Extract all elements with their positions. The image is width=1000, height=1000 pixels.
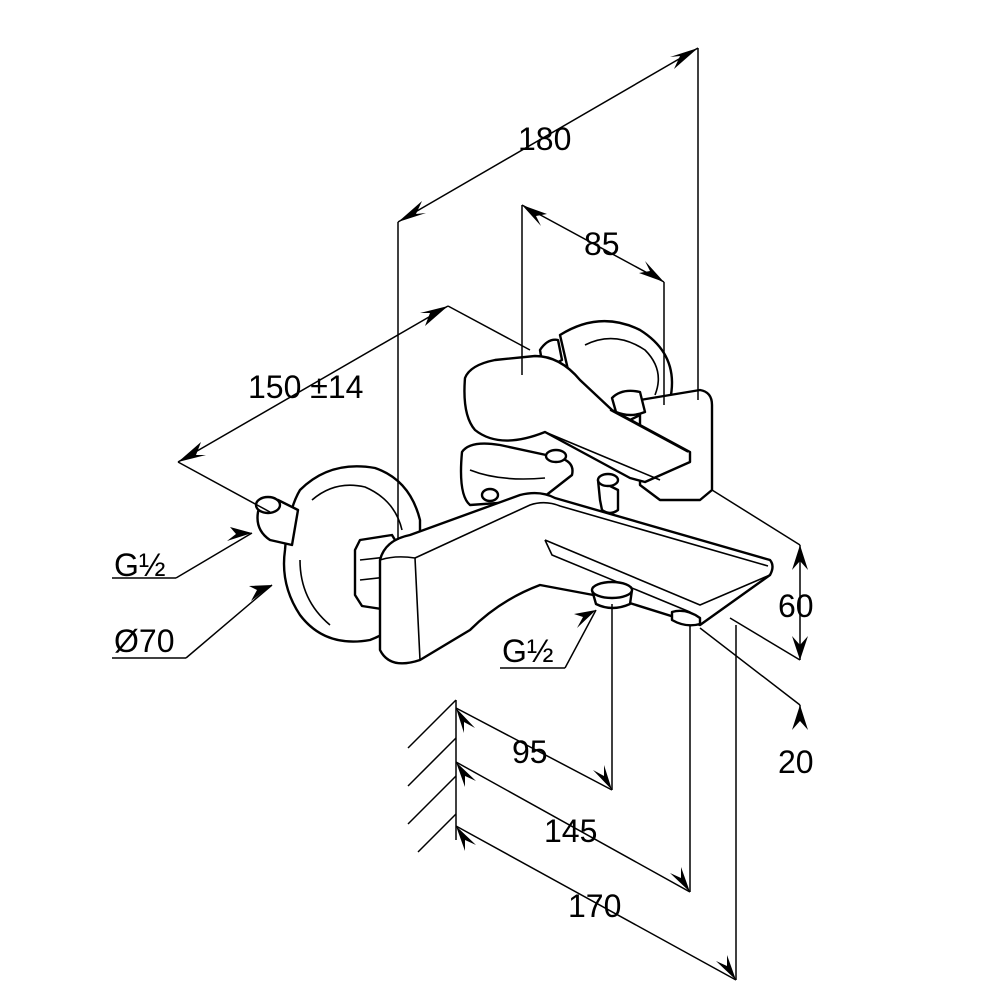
wall-hatch xyxy=(407,699,457,853)
dim-label-20: 20 xyxy=(778,744,814,780)
left-inlet-pipe xyxy=(254,495,300,547)
dimension-lines xyxy=(112,47,801,981)
dimension-labels: 180 85 150 ±14 G½ Ø70 G½ 60 20 95 145 17… xyxy=(114,121,814,924)
spout-outlet xyxy=(590,580,702,627)
diverter-knob xyxy=(596,472,620,515)
spout-body xyxy=(378,491,774,665)
dim-label-thread-outlet: G½ xyxy=(502,633,554,669)
dim-label-85: 85 xyxy=(584,226,620,262)
dim-label-thread-left: G½ xyxy=(114,547,166,583)
dim-label-95: 95 xyxy=(512,734,548,770)
dim-label-180: 180 xyxy=(518,121,571,157)
dimension-arrows xyxy=(178,48,808,980)
dim-label-145: 145 xyxy=(544,813,597,849)
dim-label-60: 60 xyxy=(778,588,814,624)
faucet-body xyxy=(254,320,774,665)
dim-label-150: 150 ±14 xyxy=(248,369,363,405)
mixer-lever xyxy=(463,354,692,484)
dim-label-diameter-70: Ø70 xyxy=(114,623,174,659)
cartridge-body xyxy=(459,442,574,507)
dim-label-170: 170 xyxy=(568,888,621,924)
